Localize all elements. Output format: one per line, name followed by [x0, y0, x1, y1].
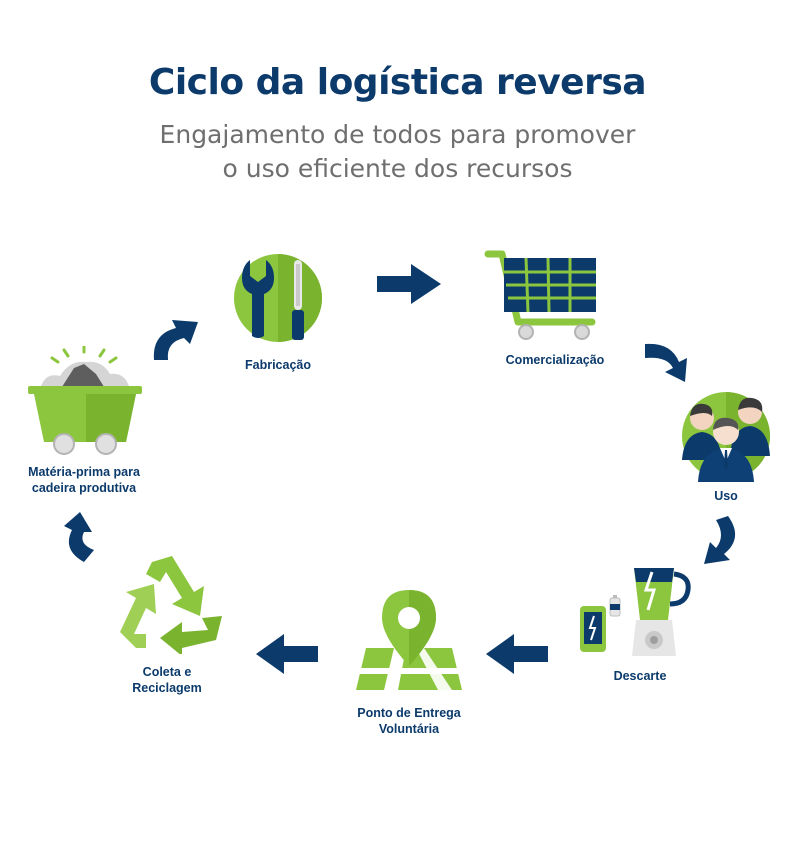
step-label-coleta: Coleta e Reciclagem	[132, 665, 202, 695]
map-pin-icon	[356, 590, 462, 690]
curved-arrow-icon	[704, 516, 736, 564]
curved-arrow-icon	[645, 343, 687, 382]
people-icon	[682, 392, 770, 482]
step-label-materia-prima: Matéria-prima para cadeira produtiva	[28, 465, 140, 495]
step-label-uso: Uso	[714, 489, 738, 503]
step-label-comercializacao: Comercialização	[505, 353, 605, 367]
step-label-descarte: Descarte	[613, 669, 667, 683]
arrow-left-icon	[486, 634, 548, 674]
diagram-title: Ciclo da logística reversa	[148, 62, 647, 103]
arrow-right-icon	[377, 264, 441, 304]
step-label-ponto-de-entrega: Ponto de Entrega Voluntária	[357, 706, 461, 736]
discarded-electronics-icon	[580, 568, 691, 656]
wrench-screwdriver-icon	[234, 254, 322, 342]
curved-arrow-icon	[153, 320, 198, 360]
subtitle-line-2: o uso eficiente dos recursos	[222, 154, 573, 183]
shopping-cart-icon	[484, 250, 596, 340]
arrow-left-icon	[256, 634, 318, 674]
recycle-icon	[120, 556, 222, 654]
step-label-fabricacao: Fabricação	[244, 358, 311, 372]
curved-arrow-icon	[64, 512, 94, 562]
mine-cart-icon	[28, 346, 142, 455]
diagram-subtitle: Engajamento de todos para promover o uso…	[0, 118, 795, 186]
subtitle-line-1: Engajamento de todos para promover	[159, 120, 636, 149]
